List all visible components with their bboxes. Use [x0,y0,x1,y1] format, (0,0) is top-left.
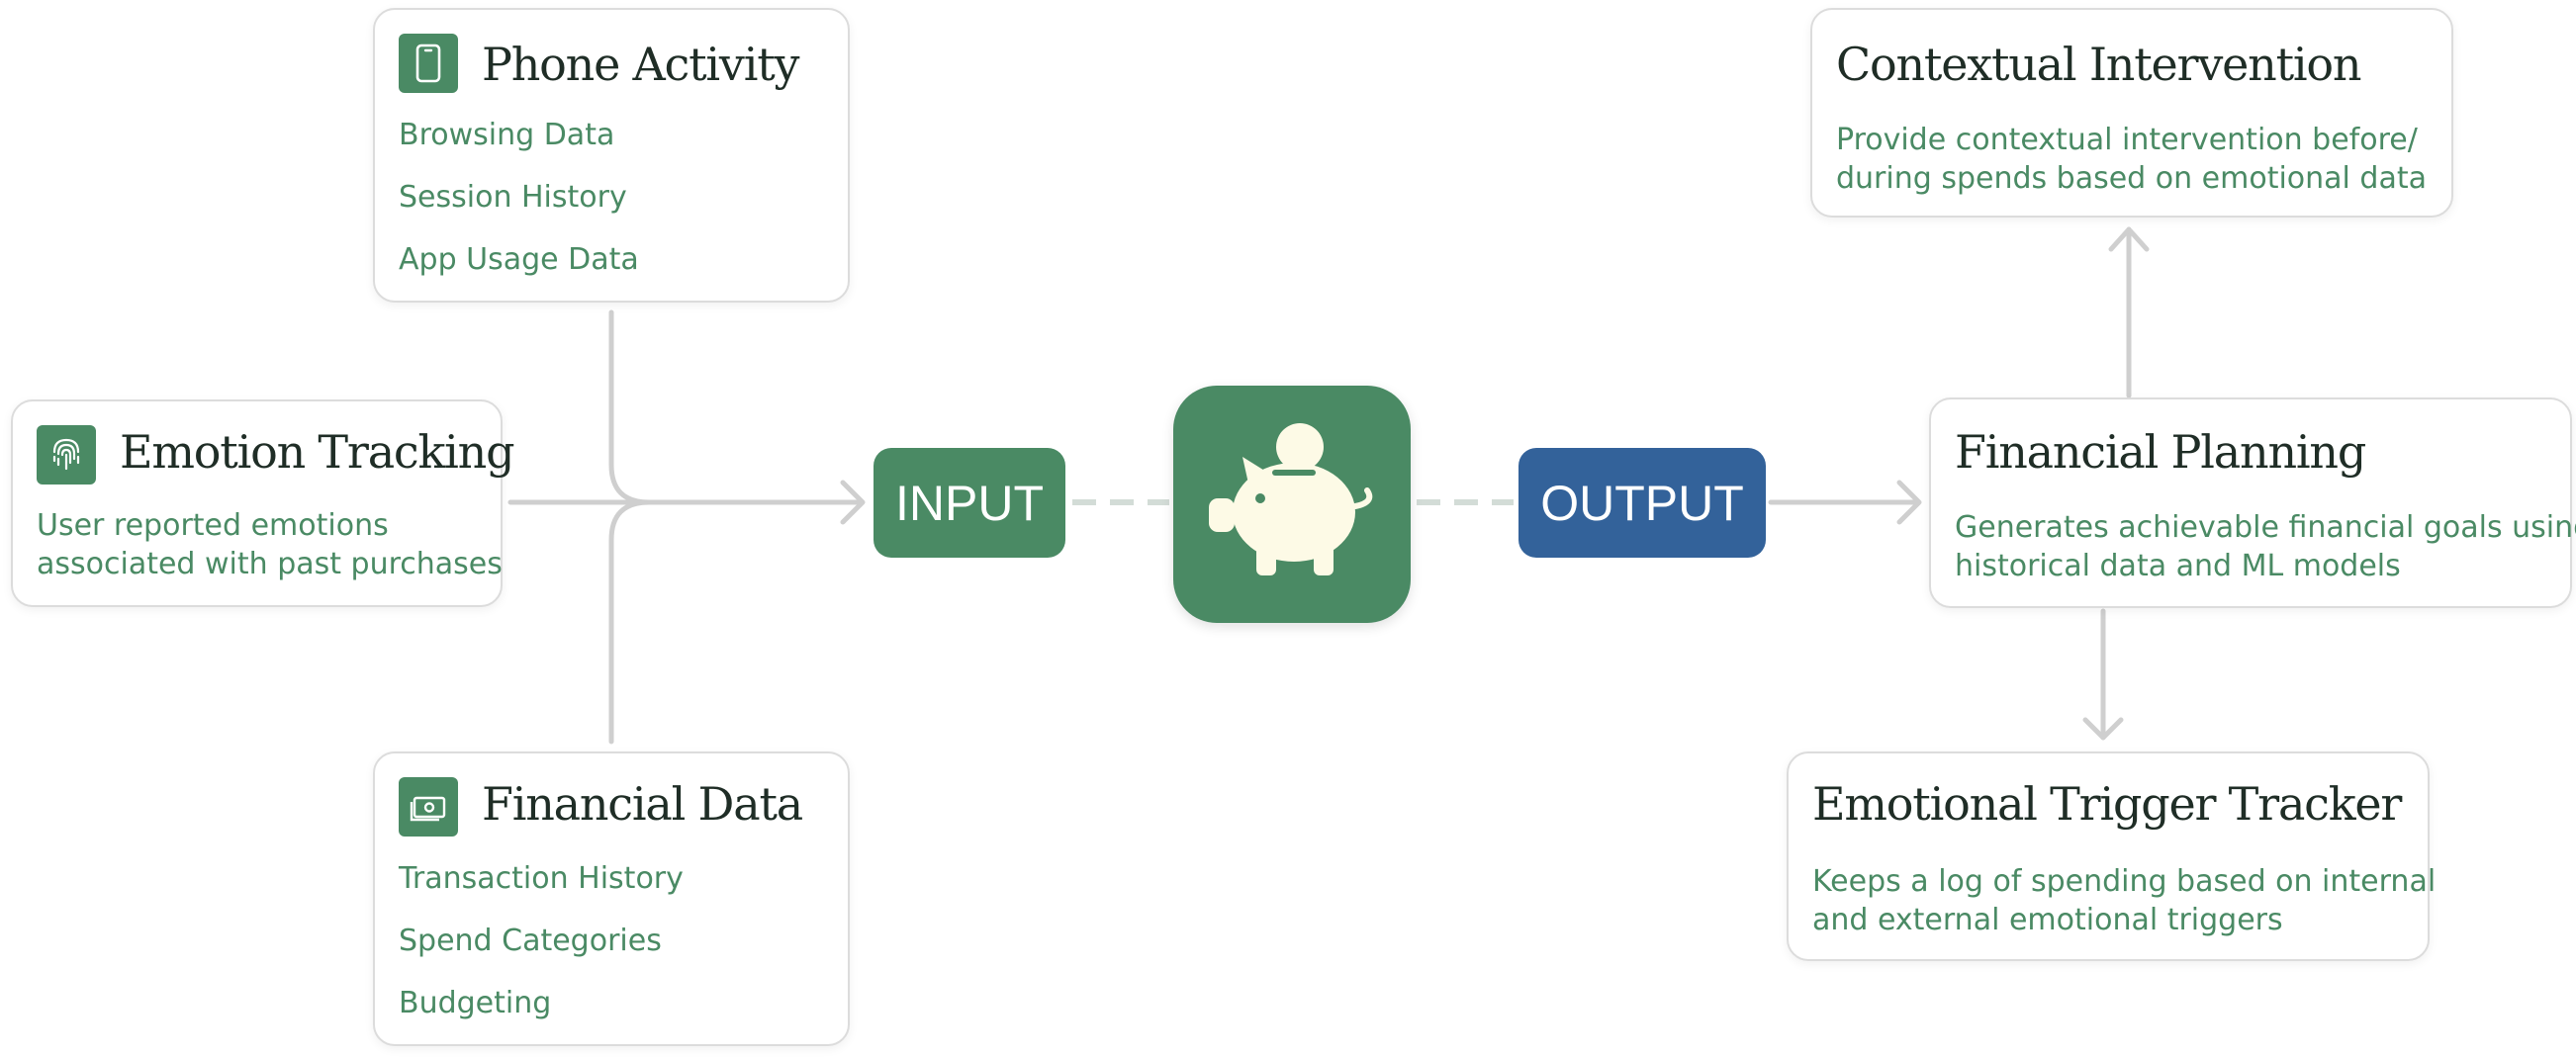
arrow-head-input [840,480,866,525]
emotional-trigger-tracker-title: Emotional Trigger Tracker [1812,777,2402,831]
phone-activity-item-browsing: Browsing Data [399,118,615,152]
input-label: INPUT [874,448,1065,558]
emotional-trigger-tracker-desc-line-1: Keeps a log of spending based on interna… [1812,864,2437,899]
emotion-tracking-desc-line-1: User reported emotions [37,508,389,543]
emotion-tracking-title: Emotion Tracking [120,425,515,479]
financial-planning-card: Financial Planning Generates achievable … [1929,397,2576,608]
contextual-intervention-card: Contextual Intervention Provide contextu… [1810,8,2453,218]
banknote-icon [399,777,458,837]
contextual-intervention-desc-line-1: Provide contextual intervention before/ [1836,123,2418,157]
hub-tile [1173,386,1411,623]
phone-icon [399,34,458,93]
output-label: OUTPUT [1518,448,1766,558]
emotional-trigger-tracker-desc-line-2: and external emotional triggers [1812,903,2283,937]
phone-activity-card: Phone Activity Browsing Data Session His… [373,8,850,303]
phone-activity-item-session: Session History [399,180,627,215]
arrow-head-tracker [2082,717,2124,741]
phone-activity-item-app-usage: App Usage Data [399,242,639,277]
piggy-bank-icon [1209,423,1373,575]
financial-data-title: Financial Data [482,777,803,831]
financial-data-item-transactions: Transaction History [399,861,684,896]
financial-data-card: Financial Data Transaction History Spend… [373,751,850,1046]
contextual-intervention-desc-line-2: during spends based on emotional data [1836,161,2427,196]
financial-data-item-spend-categories: Spend Categories [399,924,662,958]
financial-planning-desc-line-1: Generates achievable financial goals usi… [1955,510,2576,545]
emotion-tracking-card: Emotion Tracking User reported emotions … [11,399,515,607]
financial-data-item-budgeting: Budgeting [399,986,552,1020]
emotional-trigger-tracker-card: Emotional Trigger Tracker Keeps a log of… [1787,751,2436,961]
contextual-intervention-title: Contextual Intervention [1836,38,2361,91]
phone-activity-title: Phone Activity [482,38,799,91]
financial-planning-title: Financial Planning [1955,425,2366,479]
connector-phone-activity [608,309,652,505]
fingerprint-icon [37,425,96,485]
arrow-head-intervention [2108,226,2150,252]
connector-financial-data [608,499,652,745]
financial-planning-desc-line-2: historical data and ML models [1955,549,2401,583]
emotion-tracking-desc-line-2: associated with past purchases [37,547,503,581]
arrow-head-planning [1896,480,1922,525]
